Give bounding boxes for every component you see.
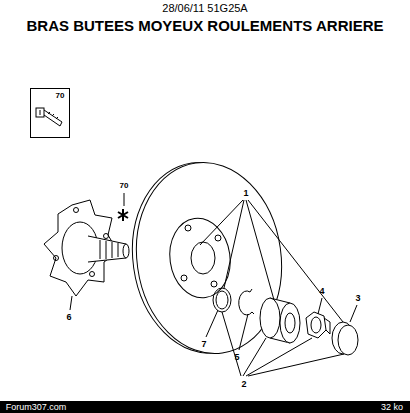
page-title: BRAS BUTEES MOYEUX ROULEMENTS ARRIERE	[27, 18, 384, 33]
callout-number: 2	[241, 380, 246, 389]
hub-nut	[306, 312, 330, 338]
hub-flange	[44, 200, 129, 296]
footer-bar	[0, 401, 410, 413]
callout-number: 4	[319, 287, 324, 296]
date-ref: 28/06/11 51G25A	[162, 3, 247, 14]
callout-number: 5	[234, 353, 239, 362]
screw-mark	[118, 209, 128, 221]
snap-ring	[239, 289, 254, 315]
callout-number: 70	[120, 182, 129, 190]
brake-disc	[120, 153, 293, 363]
watermark: Forum307.com	[6, 403, 67, 412]
file-size: 32 ko	[381, 403, 403, 412]
callout-number: 3	[355, 294, 360, 303]
leader-lines	[70, 193, 357, 376]
icon-box: 70	[30, 88, 70, 138]
hub-cap	[332, 322, 358, 355]
callout-number: 7	[201, 340, 206, 349]
callout-number: 70	[56, 92, 65, 100]
wheel-bearing	[260, 298, 300, 343]
bolt-icon	[36, 108, 62, 126]
seal-ring	[213, 288, 231, 312]
callout-number: 6	[66, 313, 71, 322]
callout-number: 1	[243, 189, 248, 198]
